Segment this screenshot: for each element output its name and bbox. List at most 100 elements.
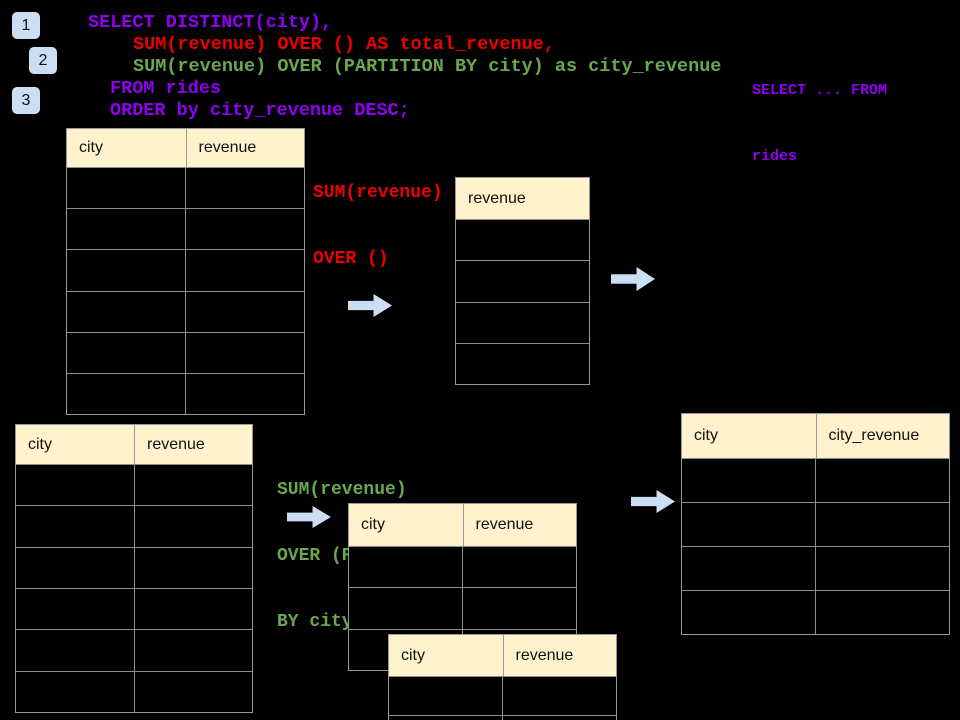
table-header-row: revenue (456, 178, 589, 219)
table-source-top: city revenue (66, 128, 305, 415)
sql-line-city-revenue: SUM(revenue) OVER (PARTITION BY city) as… (133, 56, 722, 77)
table-cell-empty (67, 168, 185, 209)
side-code-line-1: SELECT ... FROM (752, 82, 888, 99)
table-cell-empty (185, 373, 304, 415)
table-row (16, 546, 252, 588)
table-row (682, 458, 949, 502)
table-row (16, 505, 252, 547)
column-header-revenue: revenue (185, 129, 305, 167)
sql-line-total-revenue: SUM(revenue) OVER () AS total_revenue, (133, 34, 555, 55)
table-cell-empty (16, 588, 134, 630)
table-cell-empty (185, 209, 304, 250)
sql-line-select: SELECT DISTINCT(city), (88, 12, 333, 33)
right-arrow-icon (611, 267, 655, 291)
table-cell-empty (16, 671, 134, 712)
column-header-city: city (361, 516, 385, 533)
table-cell-empty (456, 302, 589, 343)
table-cell-empty (502, 716, 616, 720)
table-cell-empty (133, 630, 252, 671)
table-cell-empty (133, 671, 252, 712)
table-cell-empty (16, 630, 134, 671)
annotation-over-total-line-1: SUM(revenue) (313, 183, 443, 203)
table-cell-empty (502, 677, 616, 715)
column-header-revenue: revenue (134, 425, 252, 464)
table-cell-empty (462, 588, 576, 629)
table-cell-empty (185, 332, 304, 373)
table-row (67, 290, 304, 332)
table-header-row: city revenue (67, 129, 304, 167)
table-cell-empty (389, 716, 502, 720)
table-body (389, 676, 616, 720)
table-cell-empty (682, 459, 815, 502)
table-cell-empty (185, 250, 304, 291)
table-row (16, 670, 252, 712)
right-arrow-icon (631, 490, 675, 513)
table-cell-empty (462, 547, 576, 588)
table-cell-empty (185, 291, 304, 332)
table-cell-empty (16, 547, 134, 588)
column-header-city: city (401, 646, 425, 664)
table-row (682, 502, 949, 546)
table-row (16, 629, 252, 671)
table-row (389, 676, 616, 715)
column-header-city-revenue: city_revenue (815, 414, 950, 458)
table-row (456, 301, 589, 343)
table-cell-empty (185, 168, 304, 209)
table-cell-empty (133, 506, 252, 547)
table-body (682, 458, 949, 634)
column-header-city: city (79, 139, 103, 156)
table-cell-empty (67, 332, 185, 373)
table-body (16, 464, 252, 712)
table-row (682, 590, 949, 634)
table-source-bottom: city revenue (15, 424, 253, 713)
table-row (456, 342, 589, 384)
column-header-revenue: revenue (502, 635, 617, 676)
table-cell-empty (456, 220, 589, 261)
table-row (389, 715, 616, 720)
table-header-row: city revenue (16, 425, 252, 464)
table-cell-empty (815, 459, 949, 502)
table-cell-empty (456, 261, 589, 302)
sql-line-from: FROM rides (110, 78, 222, 99)
table-row (67, 372, 304, 415)
table-row (67, 208, 304, 250)
table-row (682, 546, 949, 590)
step-badge-3: 3 (12, 87, 40, 114)
table-row (67, 331, 304, 373)
table-cell-empty (133, 547, 252, 588)
table-cell-empty (456, 343, 589, 384)
table-row (67, 249, 304, 291)
table-row (456, 219, 589, 261)
table-cell-empty (67, 373, 185, 415)
column-header-revenue: revenue (462, 504, 577, 546)
column-header-city: city (694, 427, 718, 444)
table-cell-empty (67, 209, 185, 250)
table-result-city-revenue: city city_revenue (681, 413, 950, 635)
column-header-revenue: revenue (468, 189, 526, 207)
table-cell-empty (389, 677, 502, 715)
table-cell-empty (815, 591, 949, 634)
table-header-row: city revenue (389, 635, 616, 676)
table-cell-empty (67, 291, 185, 332)
step-badge-2: 2 (29, 47, 57, 74)
table-cell-empty (682, 591, 815, 634)
sql-line-order-by: ORDER by city_revenue DESC; (110, 100, 410, 121)
table-cell-empty (133, 588, 252, 630)
table-row (16, 464, 252, 506)
table-body (456, 219, 589, 384)
annotation-over-partition-line-1: SUM(revenue) (277, 480, 407, 500)
table-cell-empty (815, 503, 949, 546)
table-header-row: city city_revenue (682, 414, 949, 458)
table-cell-empty (815, 547, 949, 590)
table-header-row: city revenue (349, 504, 576, 546)
table-body (67, 167, 304, 415)
table-cell-empty (682, 547, 815, 590)
table-row (456, 260, 589, 302)
side-code-note: SELECT ... FROM rides (752, 36, 887, 212)
step-badge-1: 1 (12, 12, 40, 39)
table-total-revenue: revenue (455, 177, 590, 385)
column-header-city: city (28, 435, 52, 453)
table-cell-empty (133, 465, 252, 506)
table-cell-empty (349, 547, 462, 588)
